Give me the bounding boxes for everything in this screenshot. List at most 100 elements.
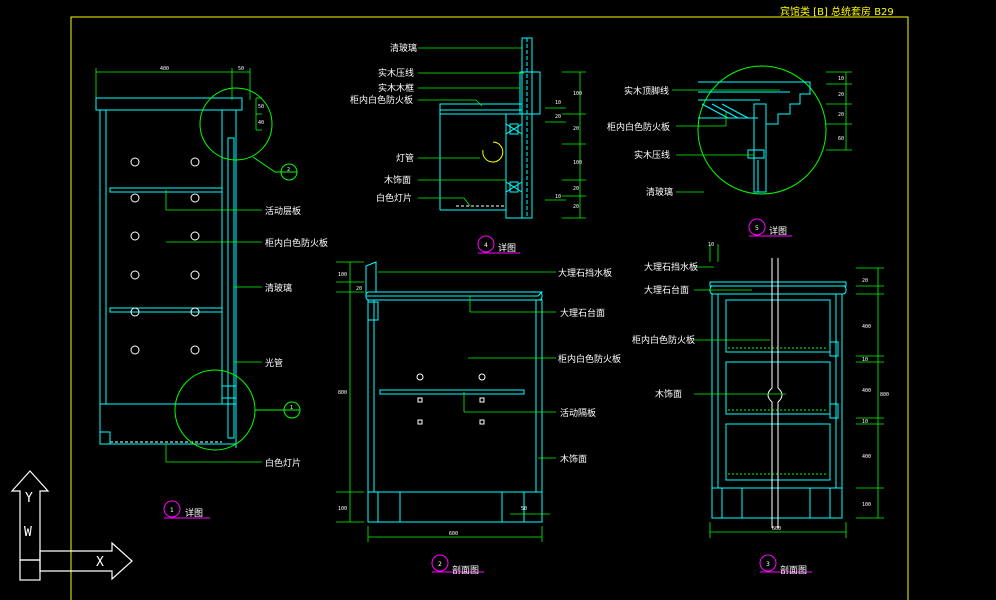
detail-4-caption-number: 4 [484, 242, 488, 249]
detail-4-frame [505, 113, 523, 219]
section-2-caption: 2 剖面图 [431, 554, 484, 576]
detail-1-label-glass: 清玻璃 [265, 282, 292, 294]
detail-1-shelf-holes [130, 157, 200, 355]
section-3-caption-number: 3 [766, 561, 770, 568]
detail-4-label-fireboard: 柜内白色防火板 [350, 94, 413, 106]
section-3-dim-r1: 20 [862, 278, 868, 284]
detail-5-magnifier [697, 65, 827, 195]
detail-5-caption-text: 详图 [769, 225, 787, 237]
section-3-pipe [767, 258, 783, 528]
detail-1-dimensions [95, 68, 262, 131]
detail-1-cabinet-top [95, 97, 243, 111]
detail-5-label-fireboard: 柜内白色防火板 [607, 121, 670, 133]
detail-1-glass-door [227, 137, 235, 439]
detail-5-caption: 5 详图 [748, 218, 792, 237]
detail-4-leaders [418, 47, 524, 207]
section-2-label-counter: 大理石台面 [560, 307, 605, 319]
detail-4-dim-8: 10 [555, 194, 561, 200]
detail-1-caption: 1 详图 [163, 500, 210, 519]
section-2-label-splash: 大理石挡水板 [558, 267, 612, 279]
detail-5-dim-1: 10 [838, 76, 844, 82]
section-3-dim-r3: 10 [862, 357, 868, 363]
detail-4-crown [519, 71, 541, 115]
detail-5-dim-2: 20 [838, 92, 844, 98]
section-3-label-woodface: 木饰面 [655, 388, 682, 400]
section-2-dim-mid: 20 [356, 286, 362, 292]
detail-1-dim-d1: 50 [258, 104, 264, 110]
section-3-caption: 3 剖面图 [759, 554, 812, 576]
detail-1-callout-top-circle [199, 87, 273, 161]
detail-4-dim-5: 20 [573, 204, 579, 210]
detail-4-caption-text: 详图 [498, 242, 516, 254]
detail-5-label-glass: 清玻璃 [646, 186, 673, 198]
section-3-dim-r7: 100 [862, 502, 871, 508]
section-3-dim-width: 600 [772, 526, 781, 532]
detail-1-leaders [165, 190, 262, 463]
ucs-icon: Y W X [10, 470, 133, 581]
section-3-dim-left: 10 [708, 242, 714, 248]
detail-1-label-lightpanel: 白色灯片 [265, 457, 301, 469]
section-3-dim-r6: 400 [862, 454, 871, 460]
section-3-dim-height: 800 [880, 392, 889, 398]
detail-1-view: 400 50 50 40 [95, 66, 264, 448]
section-2-label-shelf: 活动隔板 [560, 407, 596, 419]
detail-4-dim-6: 10 [555, 100, 561, 106]
section-3-leaders [694, 266, 786, 395]
detail-4-dimensions [545, 71, 586, 219]
section-3-dim-r4: 400 [862, 388, 871, 394]
section-3-caption-text: 剖面图 [780, 564, 807, 576]
detail-1-dim-d2: 40 [258, 120, 264, 126]
section-2-view [365, 261, 544, 523]
detail-4-view [439, 37, 541, 219]
ucs-x-label: X [96, 555, 104, 570]
detail-5-view [697, 65, 827, 195]
section-3-label-splash: 大理石挡水板 [644, 261, 698, 273]
detail-4-label-woodface: 木饰面 [384, 174, 411, 186]
detail-5-dimensions [826, 71, 852, 151]
section-3-dim-r5: 10 [862, 419, 868, 425]
detail-1-dim-width: 400 [160, 66, 169, 72]
detail-4-label-pressline: 实木压线 [378, 67, 414, 79]
detail-1-caption-number: 1 [170, 507, 174, 514]
detail-5-caption-number: 5 [755, 225, 759, 232]
detail-1-label-shelf: 活动层板 [265, 205, 301, 217]
section-2-leaders [378, 271, 556, 459]
detail-5-leaders [672, 89, 780, 193]
detail-4-label-glass: 清玻璃 [390, 42, 417, 54]
detail-5-crown-molding [698, 81, 811, 125]
drawing-frame [70, 16, 909, 600]
section-3-label-fireboard: 柜内白色防火板 [632, 334, 695, 346]
section-3-dimensions [709, 244, 884, 538]
detail-1-callout-1-number: 1 [290, 405, 293, 411]
section-2-dim-base: 100 [338, 506, 347, 512]
section-3-view [709, 258, 847, 528]
detail-1-callout-circles [174, 87, 301, 451]
detail-1-light-box [99, 403, 237, 445]
detail-4-dim-4: 20 [573, 186, 579, 192]
detail-4-tube [482, 141, 504, 163]
detail-4-dim-1: 100 [573, 91, 582, 97]
detail-4-dim-3: 100 [573, 160, 582, 166]
drawing-title: 宾馆类 [B] 总统套房 B29 [780, 5, 894, 18]
ucs-w-label: W [24, 525, 32, 540]
detail-1-label-fireboard: 柜内白色防火板 [265, 237, 328, 249]
section-3-label-counter: 大理石台面 [644, 284, 689, 296]
section-2-dim-width: 600 [449, 531, 458, 537]
detail-1-shelf-lower [109, 307, 223, 313]
section-2-dim-height: 800 [338, 390, 347, 396]
section-2-shelf [379, 389, 525, 395]
detail-5-label-pressline: 实木压线 [634, 149, 670, 161]
detail-5-dim-3: 20 [838, 112, 844, 118]
detail-4-dim-2: 20 [573, 126, 579, 132]
section-2-dim-toe: 50 [521, 506, 527, 512]
section-2-caption-number: 2 [438, 561, 442, 568]
section-3-dim-r2: 400 [862, 324, 871, 330]
detail-1-callout-2-number: 2 [287, 167, 290, 173]
ucs-origin [19, 559, 41, 581]
section-2-dim-top: 100 [338, 272, 347, 278]
ucs-y-label: Y [25, 491, 33, 506]
section-2-dimensions [336, 261, 550, 542]
section-2-label-woodface: 木饰面 [560, 453, 587, 465]
detail-1-label-lamp: 光管 [265, 357, 283, 369]
